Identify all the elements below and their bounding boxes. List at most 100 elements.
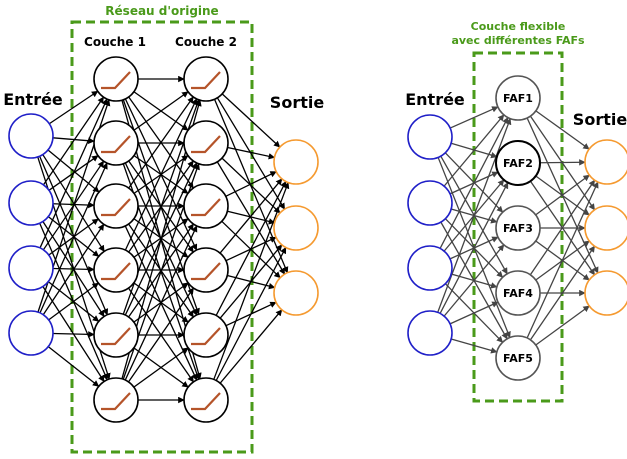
layer1-neuron xyxy=(93,56,139,102)
connection-layer1-layer2 xyxy=(133,347,189,388)
connection-layer1-layer2 xyxy=(133,91,189,131)
relu-activation-icon xyxy=(101,71,131,90)
connection-faf-output xyxy=(539,159,586,166)
input-neuron xyxy=(8,310,54,356)
original-network: Réseau d'origine Couche 1 Couche 2 Entré… xyxy=(3,4,325,454)
original-network-neurons xyxy=(8,56,319,423)
faf-label: FAF5 xyxy=(503,352,533,365)
faf-label: FAF2 xyxy=(503,157,533,170)
connection-input-layer1 xyxy=(42,223,105,316)
connection-layer1-layer2 xyxy=(124,98,198,251)
input-label-left: Entrée xyxy=(3,90,63,109)
connection-input-faf xyxy=(449,301,499,325)
output-neuron xyxy=(584,139,627,185)
connection-faf-output xyxy=(535,110,590,150)
layer2-neuron xyxy=(183,247,229,293)
connection-layer2-output xyxy=(213,181,290,380)
relu-activation-icon xyxy=(191,198,221,217)
output-neuron xyxy=(584,270,627,316)
flexible-network: Couche flexible avec différentes FAFs En… xyxy=(405,20,627,403)
faf-label: FAF1 xyxy=(503,92,533,105)
faf-neuron xyxy=(495,75,541,121)
connection-faf-output xyxy=(526,181,599,339)
relu-activation-icon xyxy=(191,392,221,411)
connection-input-layer1 xyxy=(47,346,100,387)
layer1-neuron xyxy=(93,247,139,293)
original-network-connections xyxy=(37,75,290,404)
relu-activation-icon xyxy=(191,262,221,281)
connection-input-layer1 xyxy=(48,282,99,321)
flexible-layer-frame xyxy=(472,51,564,403)
connection-faf-output xyxy=(529,179,596,276)
connection-faf-output xyxy=(535,174,590,216)
input-neuron xyxy=(407,245,453,291)
faf-neuron xyxy=(495,205,541,251)
layer1-neuron xyxy=(93,120,139,166)
connection-input-faf xyxy=(439,116,509,249)
connection-input-faf xyxy=(449,106,499,129)
output-neuron xyxy=(273,270,319,316)
faf-neuron xyxy=(495,270,541,316)
output-label-left: Sortie xyxy=(270,93,325,112)
connection-input-faf xyxy=(437,117,512,313)
connection-layer2-output xyxy=(227,146,276,160)
input-neuron xyxy=(407,310,453,356)
connection-layer2-output xyxy=(219,178,283,254)
connection-layer2-output xyxy=(219,309,283,384)
layer1-neuron xyxy=(93,312,139,358)
layer2-neuron xyxy=(183,183,229,229)
connection-layer2-output xyxy=(221,157,281,214)
output-label-right: Sortie xyxy=(573,110,627,129)
layer2-label: Couche 2 xyxy=(175,35,237,49)
faf-neuron xyxy=(495,335,541,381)
connection-input-layer1 xyxy=(47,149,100,193)
relu-activation-icon xyxy=(101,198,131,217)
relu-activation-icon xyxy=(101,135,131,154)
connection-faf-output xyxy=(535,305,590,346)
output-neuron xyxy=(584,205,627,251)
connection-input-layer1 xyxy=(52,331,95,338)
relu-activation-icon xyxy=(101,327,131,346)
output-neuron xyxy=(273,205,319,251)
connection-layer1-layer2 xyxy=(124,225,198,381)
layer2-neuron xyxy=(183,312,229,358)
connection-input-faf xyxy=(443,244,505,317)
connection-layer2-output xyxy=(225,171,277,197)
layer2-neuron xyxy=(183,56,229,102)
relu-activation-icon xyxy=(101,262,131,281)
layer1-neuron xyxy=(93,183,139,229)
connection-layer1-layer2 xyxy=(128,96,194,189)
connection-input-layer1 xyxy=(42,96,105,186)
relu-activation-icon xyxy=(191,71,221,90)
relu-activation-icon xyxy=(101,392,131,411)
input-neuron xyxy=(8,245,54,291)
input-neuron xyxy=(407,114,453,160)
faf-label: FAF3 xyxy=(503,222,533,235)
connection-layer2-output xyxy=(216,97,286,210)
connection-input-layer1 xyxy=(39,162,108,314)
faf-label: FAF4 xyxy=(503,287,533,300)
flexible-network-connections xyxy=(437,106,599,354)
layer1-neuron xyxy=(93,377,139,423)
connection-input-faf xyxy=(443,114,505,187)
connection-faf-output xyxy=(529,245,596,341)
connection-input-layer1 xyxy=(48,90,99,125)
input-neuron xyxy=(8,180,54,226)
flexible-layer-title-line2: avec différentes FAFs xyxy=(451,34,585,47)
connection-layer2-output xyxy=(215,180,287,316)
faf-neuron xyxy=(495,140,541,186)
connection-layer2-output xyxy=(215,246,287,381)
output-neuron xyxy=(273,139,319,185)
relu-activation-icon xyxy=(191,327,221,346)
original-network-title: Réseau d'origine xyxy=(105,4,218,18)
connection-layer2-output xyxy=(221,93,281,148)
layer2-neuron xyxy=(183,377,229,423)
connection-input-layer1 xyxy=(39,98,108,249)
input-label-right: Entrée xyxy=(405,90,465,109)
connection-input-faf xyxy=(450,338,498,354)
input-neuron xyxy=(407,180,453,226)
connection-input-layer1 xyxy=(52,137,95,144)
flexible-layer-title-line1: Couche flexible xyxy=(471,20,566,33)
